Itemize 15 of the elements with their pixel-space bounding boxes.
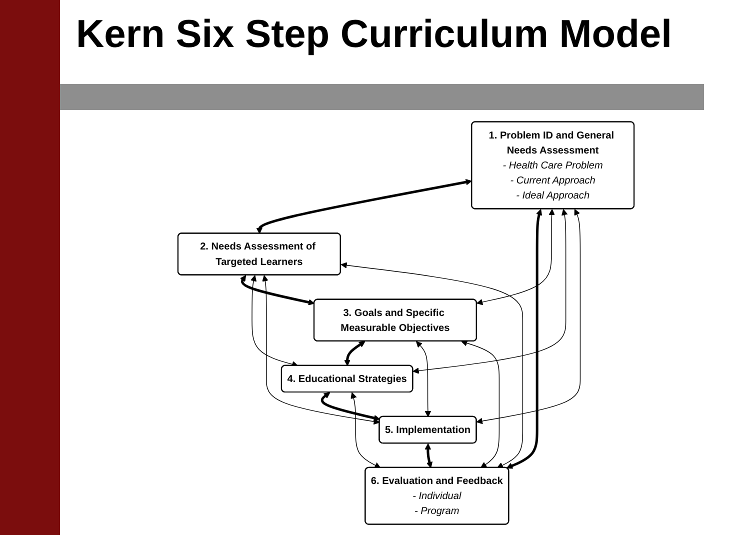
arrow xyxy=(240,275,315,306)
arrow xyxy=(262,275,380,425)
title: Kern Six Step Curriculum Model xyxy=(76,14,672,57)
arrow xyxy=(344,341,366,366)
arrow xyxy=(256,179,472,234)
arrow xyxy=(350,392,381,468)
arrow xyxy=(340,262,524,468)
arrow xyxy=(506,209,542,469)
arrow xyxy=(461,340,500,468)
arrow xyxy=(416,341,432,418)
arrow xyxy=(476,209,581,424)
arrow xyxy=(320,392,380,422)
arrow xyxy=(412,209,568,374)
arrow xyxy=(424,443,433,468)
arrow xyxy=(476,209,555,306)
